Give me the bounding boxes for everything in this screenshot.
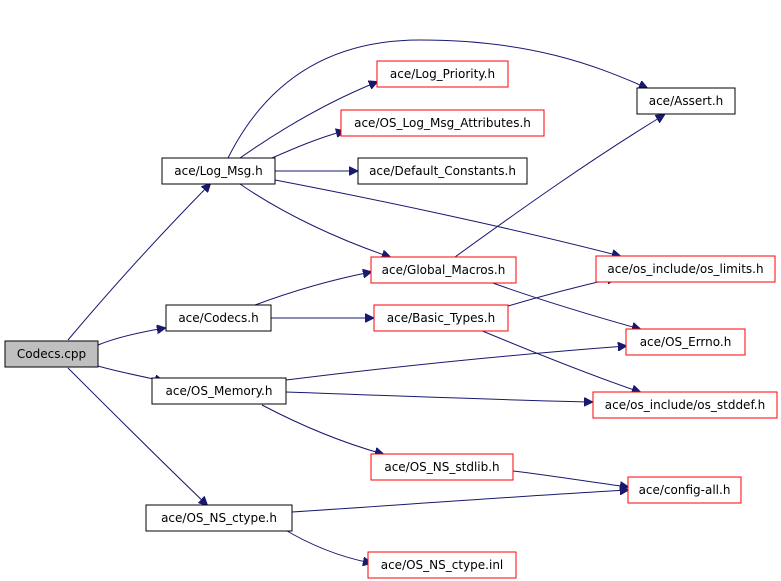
edge-log-msg-to-global-macros [239,183,390,257]
node-label: ace/os_include/os_stddef.h [605,398,765,412]
node-label: ace/Log_Priority.h [390,67,495,81]
node-label: ace/Basic_Types.h [387,311,495,325]
nodes-layer: Codecs.cpp ace/Log_Msg.h ace/Codecs.h ac… [4,60,778,579]
node-global-macros[interactable]: ace/Global_Macros.h [370,256,517,284]
edge-log-msg-to-assert [227,39,647,159]
node-label: ace/OS_Log_Msg_Attributes.h [354,116,531,130]
node-os-ns-ctype[interactable]: ace/OS_NS_ctype.h [145,504,293,532]
node-label: ace/OS_NS_ctype.h [161,511,277,525]
node-config-all[interactable]: ace/config-all.h [627,476,742,504]
node-label: Codecs.cpp [17,347,86,361]
node-os-memory[interactable]: ace/OS_Memory.h [151,377,287,405]
edge-codecs-h-to-global-macros [254,272,371,306]
edge-codecs-cpp-to-os-ns-ctype [67,367,207,505]
node-os-errno[interactable]: ace/OS_Errno.h [625,328,746,356]
node-label: ace/Assert.h [649,94,724,108]
edge-os-ns-ctype-to-config-all [291,490,628,513]
node-label: ace/OS_Errno.h [640,335,732,349]
node-os-stddef[interactable]: ace/os_include/os_stddef.h [592,391,778,419]
node-assert[interactable]: ace/Assert.h [636,87,736,115]
node-codecs-cpp[interactable]: Codecs.cpp [4,340,99,368]
edge-codecs-cpp-to-codecs-h [97,328,165,346]
edge-log-msg-to-os-limits [274,179,620,256]
node-log-priority[interactable]: ace/Log_Priority.h [376,60,509,88]
node-os-log-msg-attributes[interactable]: ace/OS_Log_Msg_Attributes.h [340,109,545,137]
node-label: ace/os_include/os_limits.h [607,262,763,276]
node-label: ace/Log_Msg.h [174,164,262,178]
node-label: ace/Global_Macros.h [382,263,506,277]
node-default-constants[interactable]: ace/Default_Constants.h [357,157,528,185]
edge-codecs-cpp-to-log-msg [67,184,210,341]
edge-global-macros-to-assert [454,115,664,258]
node-label: ace/OS_NS_ctype.inl [381,558,504,572]
node-label: ace/config-all.h [639,483,731,497]
node-codecs-h[interactable]: ace/Codecs.h [165,304,272,332]
node-label: ace/OS_Memory.h [166,384,273,398]
edge-os-memory-to-os-ns-stdlib [261,404,383,454]
node-label: ace/OS_NS_stdlib.h [384,460,499,474]
node-os-limits[interactable]: ace/os_include/os_limits.h [595,255,776,283]
node-label: ace/Codecs.h [178,311,258,325]
edge-log-msg-to-log-priority [239,82,377,159]
node-label: ace/Default_Constants.h [369,164,516,178]
edge-os-ns-ctype-to-os-ns-ctype-inl [281,527,371,563]
edge-os-memory-to-os-stddef [285,391,592,402]
node-os-ns-stdlib[interactable]: ace/OS_NS_stdlib.h [370,453,514,481]
node-os-ns-ctype-inl[interactable]: ace/OS_NS_ctype.inl [367,551,517,579]
edge-os-memory-to-os-errno [285,346,626,381]
edge-os-ns-stdlib-to-config-all [512,470,628,487]
edge-global-macros-to-os-errno [489,281,640,329]
edge-log-msg-to-os-log-msg-attributes [271,131,344,159]
edge-basic-types-to-os-stddef [479,329,640,392]
edges-layer [67,39,664,563]
node-log-msg[interactable]: ace/Log_Msg.h [161,157,276,185]
node-basic-types[interactable]: ace/Basic_Types.h [373,304,509,332]
